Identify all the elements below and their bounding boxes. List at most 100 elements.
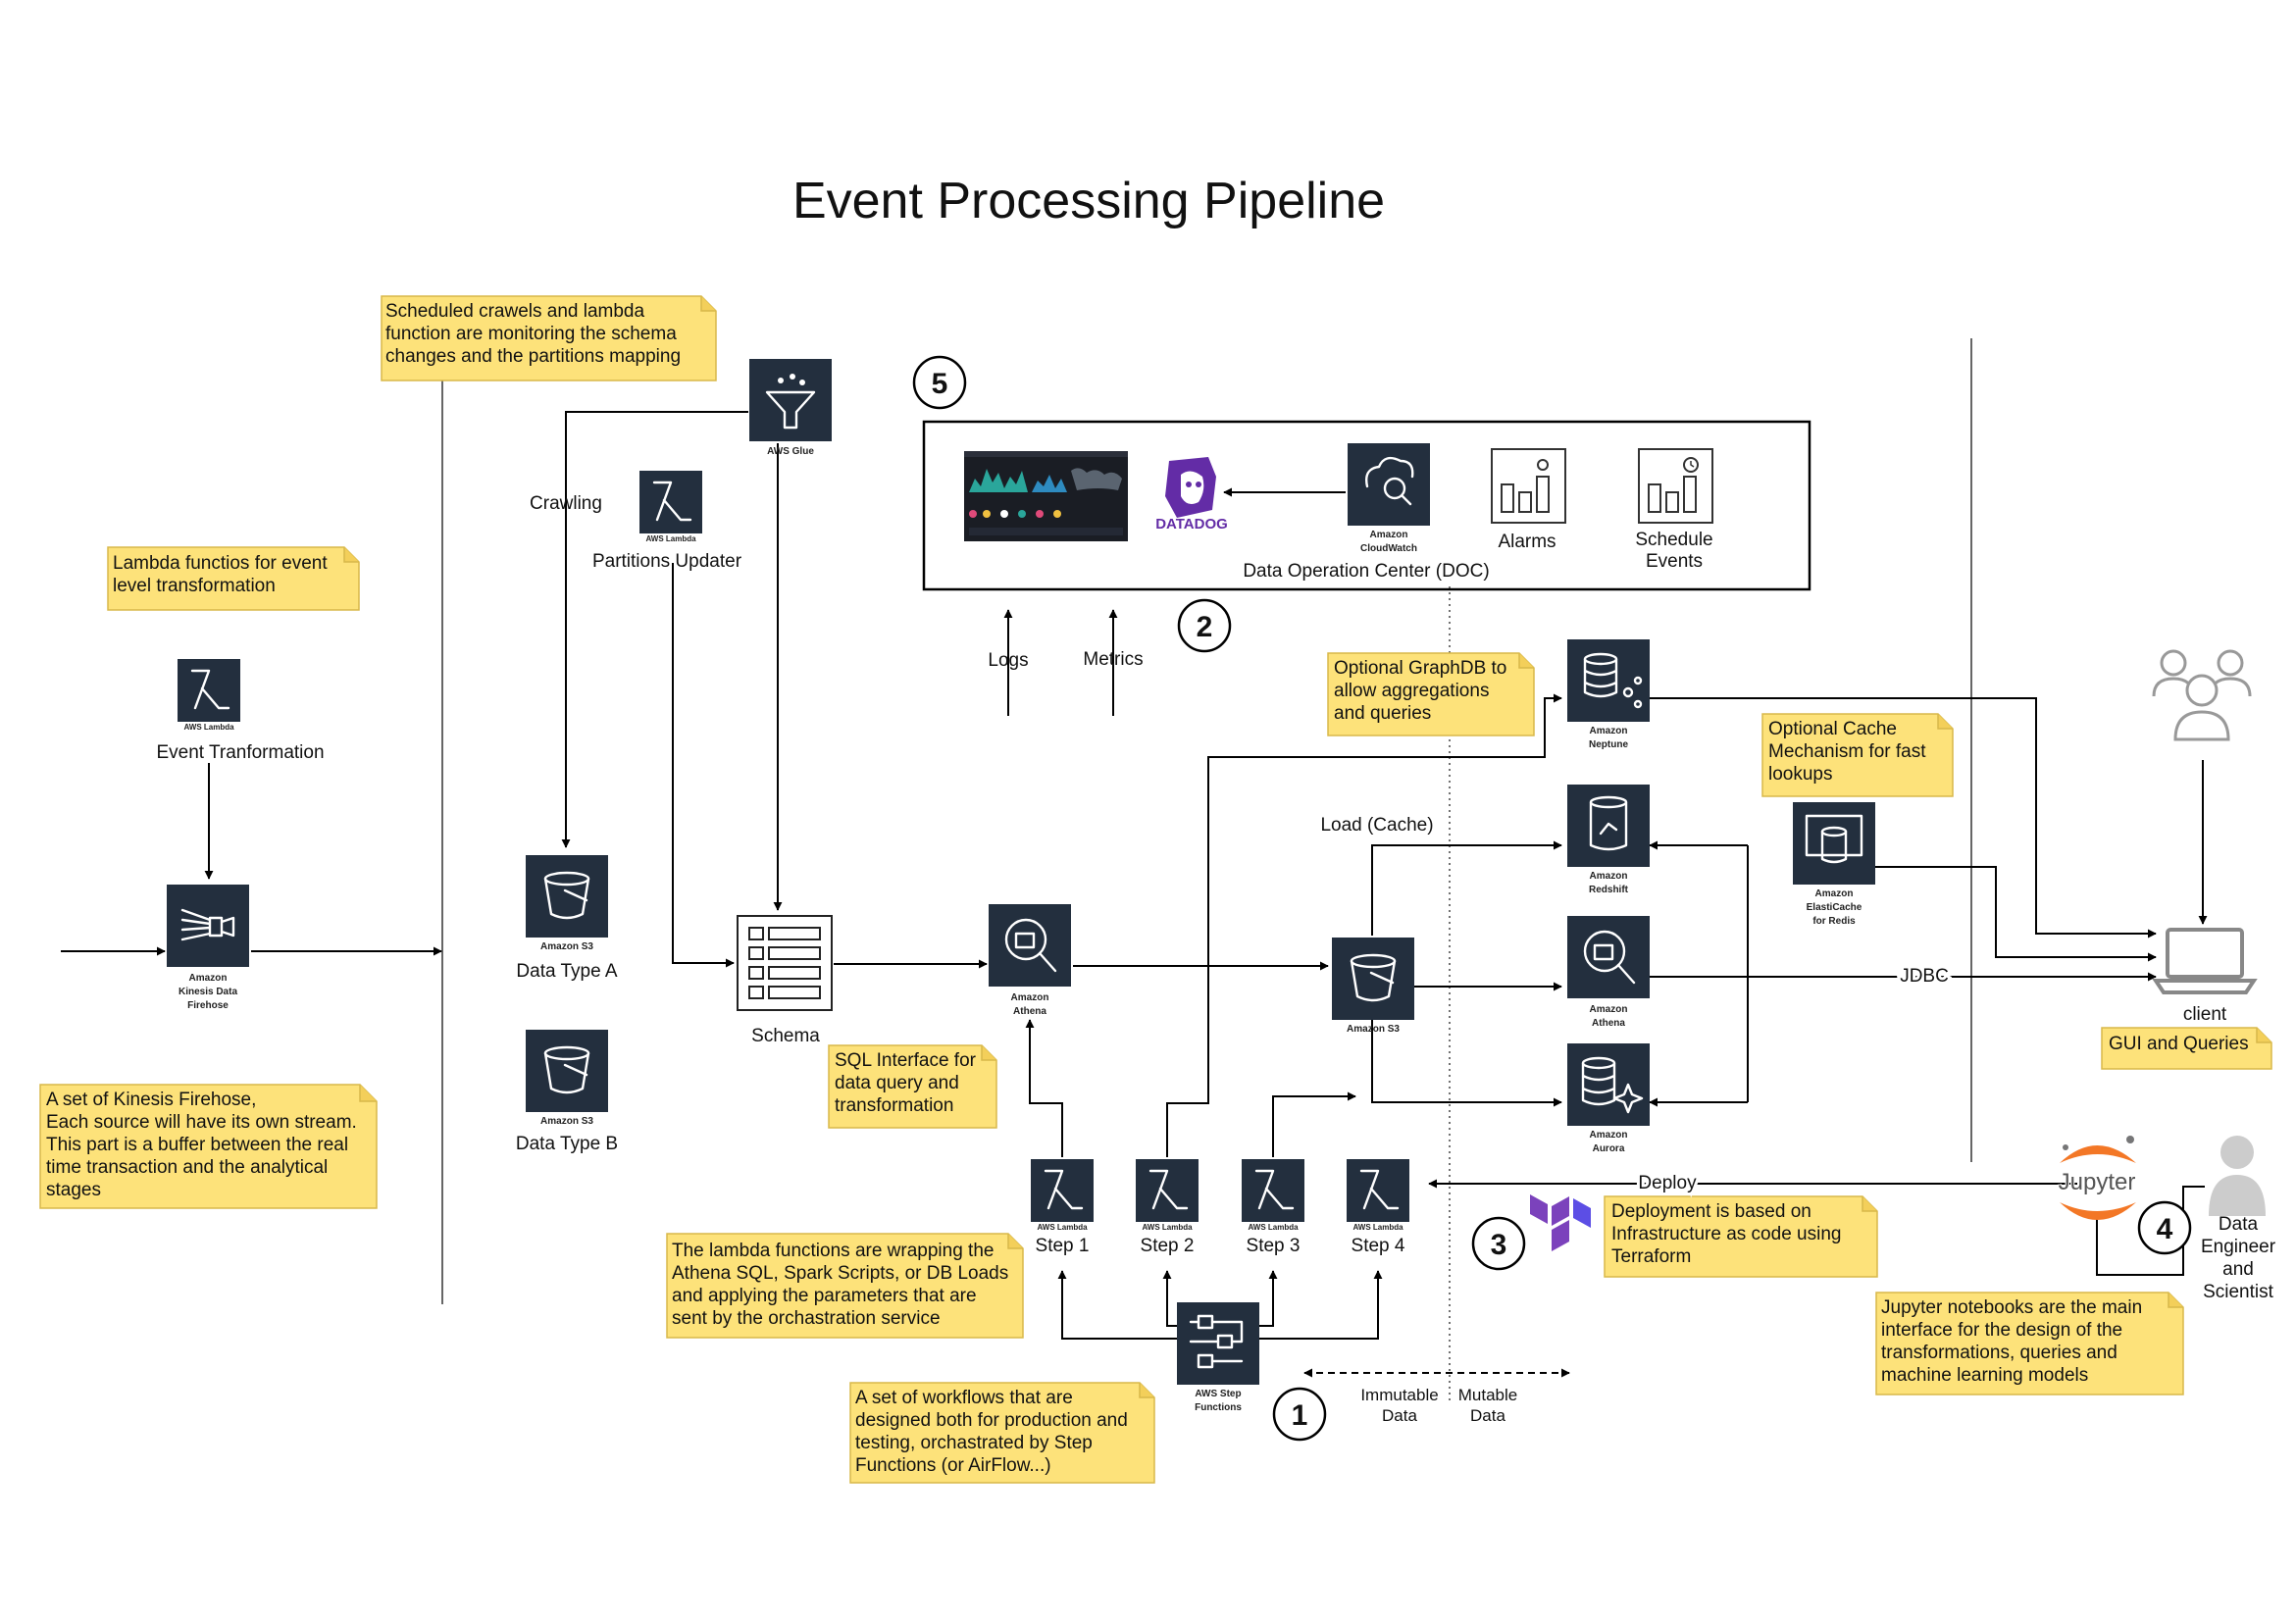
text-line: and queries — [1334, 703, 1431, 724]
text-line: and — [2222, 1259, 2254, 1280]
text-line: Events — [1646, 551, 1703, 572]
text-line: Jupyter — [2059, 1169, 2136, 1195]
text-line: This part is a buffer between the real — [46, 1135, 348, 1155]
text-line: Amazon S3 — [1347, 1024, 1400, 1035]
text-line: AWS Glue — [767, 446, 814, 457]
text-line: Aurora — [1593, 1143, 1625, 1154]
text-line: AWS Lambda — [1352, 1223, 1403, 1232]
svg-text:DATADOG: DATADOG — [1155, 516, 1228, 533]
text-line: Redshift — [1589, 885, 1629, 895]
svg-text:Amazon S3: Amazon S3 — [540, 941, 593, 952]
text-line: Amazon — [1815, 888, 1854, 899]
svg-text:Amazon S3: Amazon S3 — [540, 1116, 593, 1127]
note-gui: GUI and Queries — [2101, 1027, 2272, 1070]
marker-4: 4 — [2137, 1200, 2192, 1255]
text-line: Data Type B — [516, 1134, 618, 1154]
text-line: Immutable — [1360, 1386, 1438, 1404]
text-line: Scientist — [2203, 1282, 2274, 1302]
step3-label: Step 3 — [1247, 1236, 1301, 1256]
text-line: Schedule — [1635, 530, 1712, 550]
svg-text:1: 1 — [1292, 1399, 1308, 1432]
dashboard-thumbnail — [964, 451, 1128, 541]
text-line: allow aggregations — [1334, 681, 1489, 701]
data-engineer-icon — [2209, 1136, 2266, 1216]
text-line: 4 — [2157, 1213, 2173, 1245]
text-line: Amazon — [1590, 1004, 1628, 1015]
text-line: for Redis — [1812, 916, 1856, 927]
step4-label: Step 4 — [1352, 1236, 1405, 1256]
text-line: AWS Lambda — [1248, 1223, 1299, 1232]
text-line: Amazon — [1011, 992, 1049, 1003]
text-line: Step 1 — [1036, 1236, 1090, 1256]
text-line: Logs — [988, 650, 1028, 671]
text-line: AWS Lambda — [645, 534, 696, 543]
text-line: function are monitoring the schema — [385, 324, 677, 344]
step2-label: Step 2 — [1141, 1236, 1195, 1256]
text-line: Data — [1470, 1406, 1505, 1425]
jdbc-label: JDBC — [1900, 966, 1949, 987]
client-label: client — [2183, 1004, 2227, 1025]
text-line: transformation — [835, 1095, 953, 1116]
svg-text:AWS Glue: AWS Glue — [767, 446, 814, 457]
text-line: Event Tranformation — [156, 742, 324, 763]
schedule-events-icon — [1638, 448, 1713, 524]
step1-label: Step 1 — [1036, 1236, 1090, 1256]
alarms-label: Alarms — [1498, 532, 1556, 552]
terraform-logo-icon — [1530, 1194, 1591, 1251]
text-line: Step 4 — [1352, 1236, 1405, 1256]
text-line: Amazon S3 — [540, 941, 593, 952]
text-line: Amazon — [1590, 871, 1628, 882]
text-line: Athena — [1592, 1018, 1625, 1029]
text-line: AWS Lambda — [183, 723, 234, 732]
aws-glue-icon: AWS Glue — [749, 359, 832, 457]
text-line: AWS Lambda — [1037, 1223, 1088, 1232]
text-line: 5 — [932, 368, 948, 400]
text-line: Kinesis Data — [179, 987, 237, 997]
text-line: sent by the orchastration service — [672, 1308, 941, 1329]
client-laptop-icon — [2152, 928, 2258, 994]
text-line: transformations, queries and — [1881, 1343, 2117, 1363]
data-type-b-label: Data Type B — [516, 1134, 618, 1154]
text-line: Athena SQL, Spark Scripts, or DB Loads — [672, 1263, 1008, 1284]
svg-text:AWS Lambda: AWS Lambda — [1352, 1223, 1403, 1232]
text-line: Neptune — [1589, 739, 1628, 750]
text-line: Firehose — [187, 1000, 229, 1011]
svg-text:AWS Lambda: AWS Lambda — [1037, 1223, 1088, 1232]
text-line: Step 3 — [1247, 1236, 1301, 1256]
text-line: interface for the design of the — [1881, 1320, 2122, 1341]
doc-box — [922, 420, 1811, 591]
text-line: Functions — [1195, 1402, 1242, 1413]
svg-text:Jupyter notebooks are the main: Jupyter notebooks are the maininterface … — [1881, 1297, 2142, 1386]
step1-lambda-icon: AWS Lambda — [1031, 1159, 1094, 1232]
text-line: Amazon — [1590, 726, 1628, 736]
text-line: Step 2 — [1141, 1236, 1195, 1256]
text-line: Amazon S3 — [540, 1116, 593, 1127]
text-line: AWS Step — [1195, 1389, 1241, 1399]
deploy-label: Deploy — [1638, 1173, 1697, 1193]
text-line: Jupyter notebooks are the main — [1881, 1297, 2142, 1318]
text-line: A set of workflows that are — [855, 1388, 1073, 1408]
